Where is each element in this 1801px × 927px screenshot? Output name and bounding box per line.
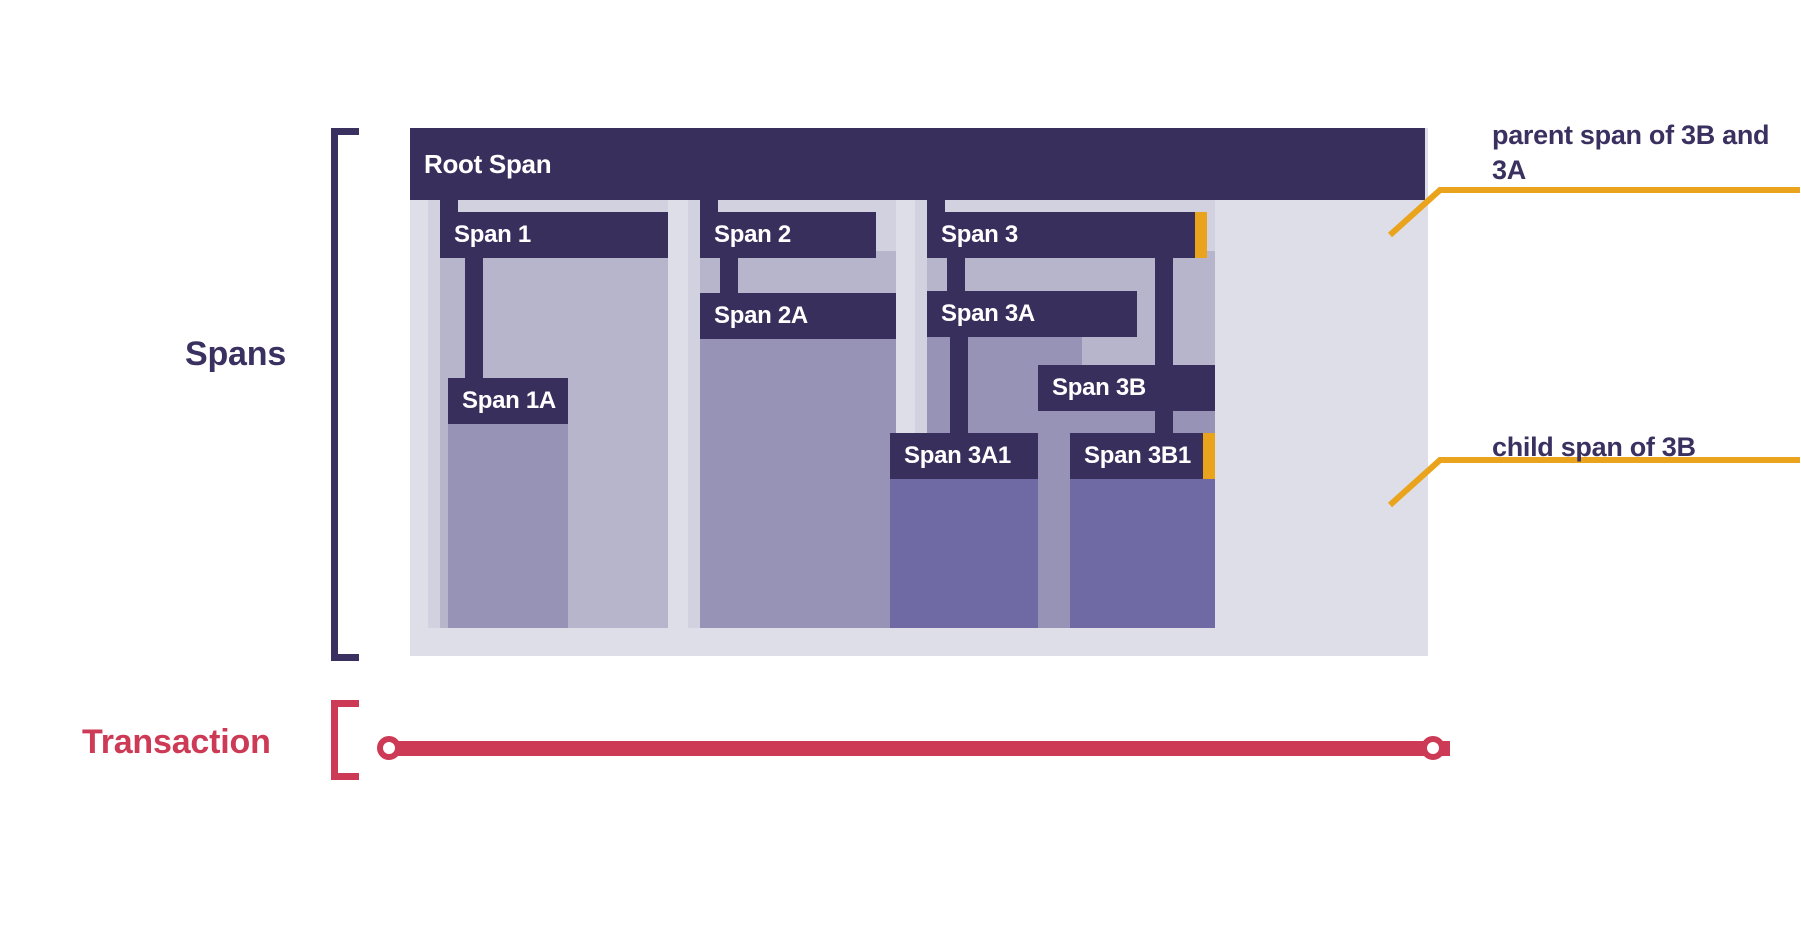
lane-span-3a1-duration: [890, 471, 1045, 628]
span-label-span-2: Span 2: [714, 221, 791, 248]
connector-span-3a-to-span-3a1: [950, 336, 968, 446]
span-bar-span-2[interactable]: Span 2: [700, 212, 876, 258]
span-bar-span-3a[interactable]: Span 3A: [927, 291, 1137, 337]
lane-span-2a-duration: [700, 296, 896, 628]
transaction-end-dot[interactable]: [1421, 736, 1445, 760]
lane-span-1a-duration: [448, 386, 568, 628]
span-label-span-2a: Span 2A: [714, 302, 808, 329]
transaction-section-label: Transaction: [82, 723, 271, 761]
span-label-root-span: Root Span: [424, 148, 552, 179]
connector-span-3-to-span-3b: [1155, 258, 1173, 388]
child-annotation-text: child span of 3B: [1492, 432, 1696, 462]
spans-bracket: [331, 128, 359, 661]
span-label-span-3a: Span 3A: [941, 300, 1035, 327]
span-bar-span-3b1[interactable]: Span 3B1: [1070, 433, 1215, 479]
span-bar-span-3b[interactable]: Span 3B: [1038, 365, 1215, 411]
span-bar-span-2a[interactable]: Span 2A: [700, 293, 896, 339]
span-label-span-1a: Span 1A: [462, 387, 556, 414]
span-bar-span-3a1[interactable]: Span 3A1: [890, 433, 1045, 479]
span-label-span-3: Span 3: [941, 221, 1018, 248]
transaction-bar[interactable]: [385, 741, 1450, 756]
transaction-bracket: [331, 700, 359, 780]
span-bar-span-1a[interactable]: Span 1A: [448, 378, 568, 424]
span-bar-span-3[interactable]: Span 3: [927, 212, 1207, 258]
highlight-marker-span-3: [1195, 212, 1207, 258]
parent-annotation-text: parent span of 3B and 3A: [1492, 120, 1770, 185]
span-label-span-3b: Span 3B: [1052, 374, 1146, 401]
lane-span-3b1-duration: [1070, 473, 1215, 628]
span-label-span-3b1: Span 3B1: [1084, 442, 1191, 469]
span-bar-root-span[interactable]: Root Span: [410, 128, 1425, 200]
highlight-marker-span-3b1: [1203, 433, 1215, 479]
span-label-span-3a1: Span 3A1: [904, 442, 1011, 469]
span-bar-span-1[interactable]: Span 1: [440, 212, 668, 258]
leader-line-parent-annotation: [1387, 187, 1800, 238]
connector-span-1-to-span-1a: [465, 258, 483, 414]
span-label-span-1: Span 1: [454, 221, 531, 248]
leader-line-child-annotation: [1387, 457, 1800, 508]
spans-section-label: Spans: [185, 335, 287, 373]
span-waterfall: Root Span Span 1 Span 1A Span 2 Span 2A: [410, 128, 1428, 656]
transaction-start-dot[interactable]: [377, 736, 401, 760]
